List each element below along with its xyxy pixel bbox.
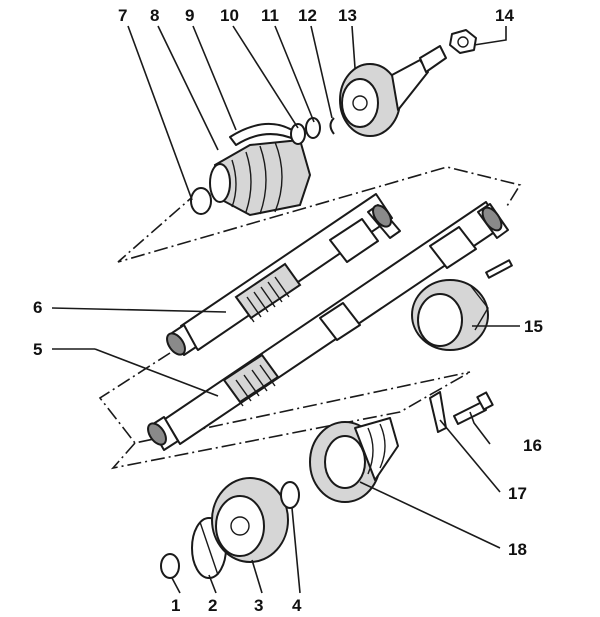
callout-9: 9 [185,6,194,25]
callout-16: 16 [523,436,542,455]
callout-7: 7 [118,6,127,25]
callout-6: 6 [33,298,42,317]
leader-lines [51,25,520,594]
assembly-guide-lines [98,166,522,470]
callout-18: 18 [508,540,527,559]
boot-18 [309,417,399,503]
callout-1: 1 [171,596,180,615]
inner-cv-joint-3 [211,477,289,563]
callout-11: 11 [261,6,279,25]
collar-nut-14 [449,29,477,54]
circlip-7 [190,187,212,215]
dished-washer-10 [290,123,306,145]
outer-cv-joint-13 [339,45,447,137]
gasket-4 [280,481,300,509]
callout-2: 2 [208,596,217,615]
upper-drive-shaft [166,193,401,356]
boot-8 [209,138,312,217]
circlip-1 [160,553,180,579]
damper-weight [411,259,513,351]
callout-labels: 1 2 3 4 5 6 7 8 9 10 11 12 13 14 15 16 1… [33,6,543,615]
callout-12: 12 [298,6,317,25]
callout-8: 8 [150,6,159,25]
callout-4: 4 [292,596,302,615]
callout-3: 3 [254,596,263,615]
callout-5: 5 [33,340,42,359]
callout-13: 13 [338,6,357,25]
callout-10: 10 [220,6,239,25]
lower-drive-shaft [147,201,509,451]
callout-14: 14 [495,6,514,25]
clamp-17 [429,391,447,433]
callout-17: 17 [508,484,527,503]
callout-15: 15 [524,317,543,336]
circlip-12 [329,117,335,135]
